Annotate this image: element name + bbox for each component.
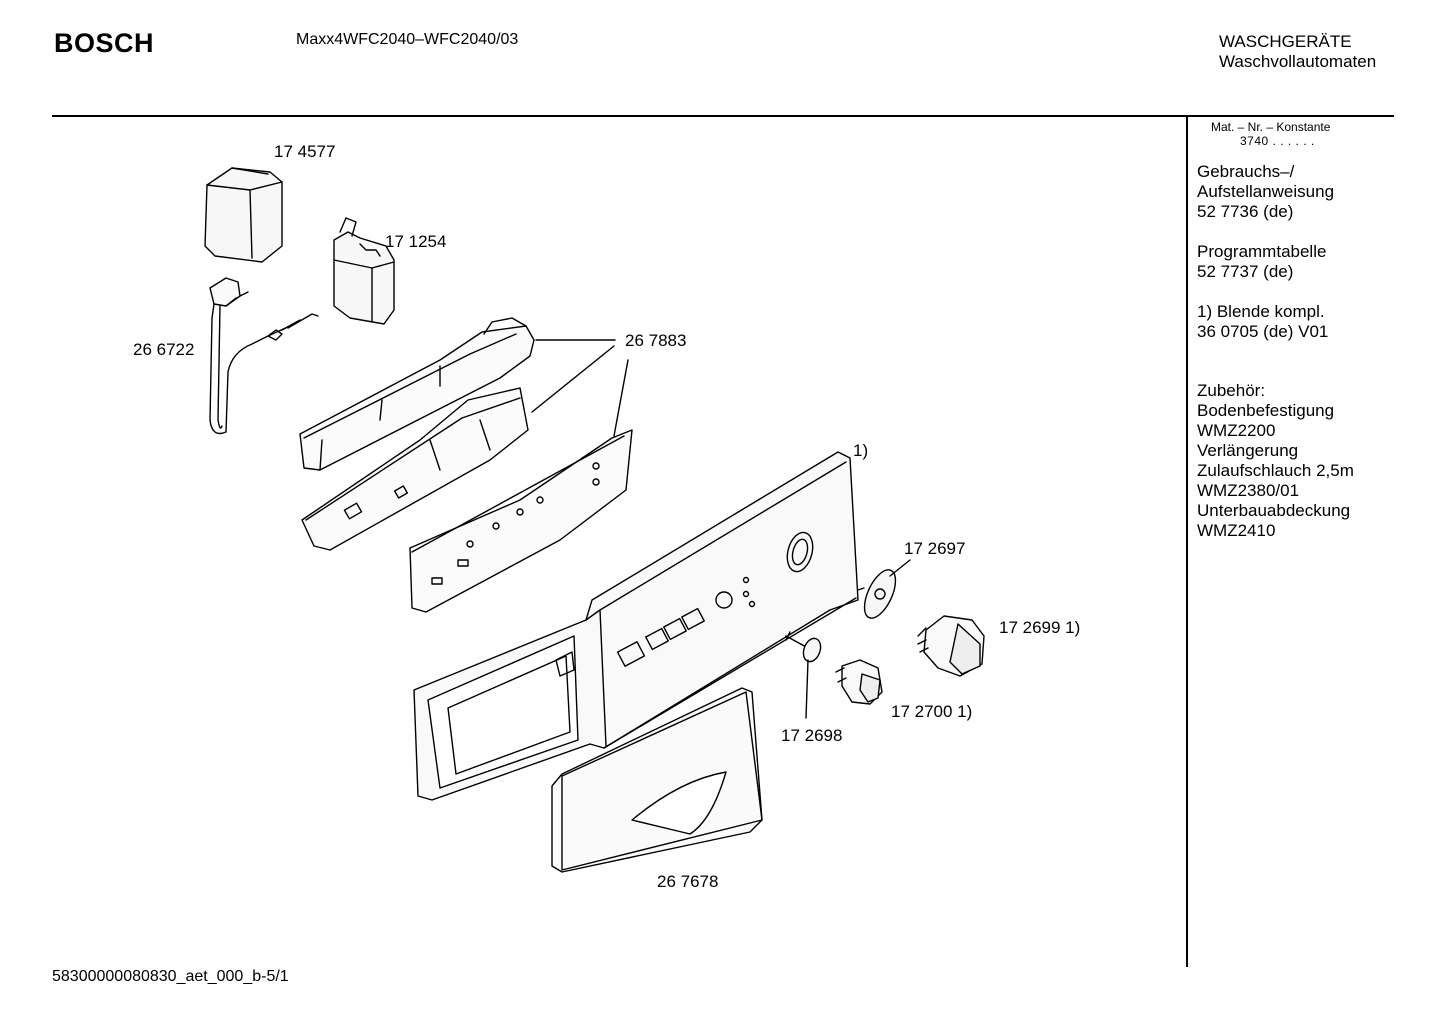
sidebar-line: WMZ2200	[1197, 421, 1276, 440]
part-shaft	[785, 631, 822, 719]
header-divider	[52, 115, 1394, 117]
material-number-value: 3740 . . . . . .	[1240, 134, 1315, 148]
label-17-2700: 17 2700 1)	[891, 702, 972, 721]
label-26-7883: 26 7883	[625, 331, 686, 350]
exploded-parts-diagram: 17 4577 17 1254 26 6722 26 7883 1) 17 26…	[133, 142, 1080, 891]
part-program-knob	[857, 569, 897, 619]
sidebar-line: 52 7737 (de)	[1197, 262, 1294, 281]
sidebar-line: Programmtabelle	[1197, 242, 1327, 261]
label-17-4577: 17 4577	[274, 142, 335, 161]
label-17-2698: 17 2698	[781, 726, 842, 745]
sidebar-line: Unterbauabdeckung	[1197, 501, 1351, 520]
label-17-2699: 17 2699 1)	[999, 618, 1080, 637]
document-id-footer: 58300000080830_aet_000_b-5/1	[52, 968, 289, 985]
sidebar-divider	[1186, 117, 1188, 967]
part-circuit-board	[409, 429, 633, 613]
part-cover-cap	[204, 167, 283, 263]
sidebar-block-program-table: Programmtabelle 52 7737 (de)	[1197, 242, 1326, 282]
part-suppressor	[333, 217, 395, 325]
sidebar-line: Zubehör:	[1197, 381, 1266, 400]
sidebar-line: 36 0705 (de) V01	[1197, 322, 1329, 341]
label-26-7678: 26 7678	[657, 872, 718, 891]
label-17-2697: 17 2697	[904, 539, 965, 558]
material-number-label: Mat. – Nr. – Konstante	[1211, 120, 1331, 134]
part-control-module	[299, 317, 535, 471]
leader-26-7883	[531, 339, 629, 437]
part-module-carrier	[301, 387, 529, 551]
sidebar-line: Aufstellanweisung	[1197, 182, 1335, 201]
sidebar-block-manual: Gebrauchs–/ Aufstellanweisung 52 7736 (d…	[1197, 162, 1334, 222]
sidebar-line: WMZ2380/01	[1197, 481, 1300, 500]
leader-17-2697	[889, 559, 911, 577]
sidebar-line: Gebrauchs–/	[1197, 162, 1295, 181]
part-mains-cable	[209, 277, 319, 435]
category-subtitle: Waschvollautomaten	[1219, 52, 1377, 71]
sidebar-line: 52 7736 (de)	[1197, 202, 1294, 221]
label-17-1254: 17 1254	[385, 232, 446, 251]
sidebar-block-accessories: Zubehör: Bodenbefestigung WMZ2200 Verlän…	[1197, 381, 1354, 541]
brand-logo: BOSCH	[54, 28, 155, 58]
part-control-panel	[413, 451, 859, 801]
sidebar-line: Verlängerung	[1197, 441, 1299, 460]
model-number: Maxx4WFC2040–WFC2040/03	[296, 31, 519, 48]
part-drawer-handle	[551, 687, 763, 873]
sidebar-block-panel: 1) Blende kompl. 36 0705 (de) V01	[1197, 302, 1328, 342]
part-small-knob	[835, 659, 883, 705]
label-control-panel: 1)	[853, 441, 868, 460]
label-26-6722: 26 6722	[133, 340, 194, 359]
category-title: WASCHGERÄTE	[1219, 32, 1352, 51]
part-rotary-knob	[917, 615, 985, 677]
sidebar-line: 1) Blende kompl.	[1197, 302, 1325, 321]
sidebar-line: Zulaufschlauch 2,5m	[1197, 461, 1354, 480]
sidebar-line: Bodenbefestigung	[1197, 401, 1335, 420]
sidebar-line: WMZ2410	[1197, 521, 1276, 540]
